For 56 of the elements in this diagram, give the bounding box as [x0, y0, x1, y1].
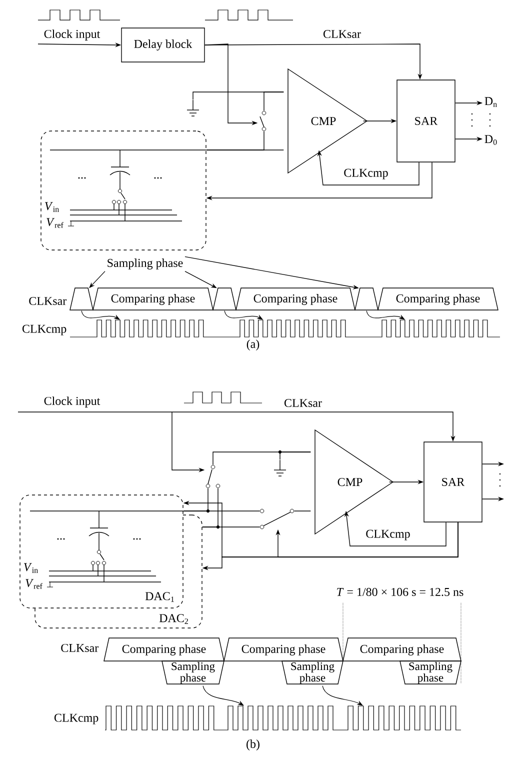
signal-label: CLKsar [323, 30, 361, 38]
switch-symbol [206, 464, 220, 488]
curved-arrow [81, 310, 120, 320]
wire [202, 488, 218, 528]
switch-symbol [260, 508, 294, 530]
wire [206, 131, 264, 150]
voltage-label: V$_{in}$ [45, 202, 59, 212]
ellipsis: ... [133, 538, 141, 540]
phase-trapezoid: Comparing phase [224, 638, 344, 662]
dac-label: DAC$_{1}$ [145, 592, 174, 602]
ellipsis: ... [154, 177, 162, 179]
signal-label: Clock input [44, 30, 100, 40]
ellipsis: ... [78, 177, 86, 179]
signal-label: CLKsar [284, 398, 322, 408]
signal-label: CLKsar [61, 644, 99, 652]
voltage-label: V$_{ref}$ [46, 218, 64, 228]
curved-arrow [202, 686, 244, 706]
pulse-train [70, 320, 500, 338]
phase-trapezoid [354, 288, 378, 310]
phase-trapezoid [70, 288, 94, 310]
voltage-label: V$_{in}$ [24, 563, 38, 573]
signal-label: CLKsar [29, 296, 67, 306]
signal-label: CLKcmp [22, 324, 66, 336]
output-label: D$_{n}$ [484, 97, 497, 107]
voltage-label: V$_{ref}$ [26, 579, 42, 589]
signal-label: Clock input [44, 396, 100, 408]
dac-label: DAC$_{2}$ [159, 614, 188, 624]
arrow [276, 522, 458, 558]
phase-trapezoid: Comparing phase [104, 638, 224, 662]
phase-trapezoid: Comparing phase [236, 288, 356, 310]
register-box: SAR [396, 80, 456, 162]
period-label: T = 1/80 × 106 s = 12.5 ns [337, 588, 464, 596]
phase-trapezoid [212, 288, 236, 310]
process-box: Delay block [121, 28, 205, 62]
output-label: D$_{0}$ [484, 135, 497, 145]
wire [294, 510, 311, 512]
phase-trapezoid: Comparing phase [342, 638, 462, 662]
wire [212, 452, 311, 465]
phase-trapezoid: Sampling phase [162, 660, 224, 684]
pulse-train [104, 706, 462, 730]
phase-trapezoid: Sampling phase [282, 660, 344, 684]
curved-arrow [322, 686, 363, 706]
switch-symbol [260, 110, 266, 132]
phase-trapezoid: Comparing phase [92, 288, 214, 310]
ground-symbol [186, 100, 200, 116]
figure-label: (a) [246, 340, 260, 350]
register-box: SAR [424, 442, 482, 522]
wire [183, 488, 208, 512]
wire [264, 92, 284, 112]
curved-arrow [366, 310, 405, 320]
callout-text: Sampling phase [108, 258, 183, 270]
phase-trapezoid: Sampling phase [400, 660, 462, 684]
curved-arrow [224, 310, 263, 320]
phase-trapezoid: Comparing phase [378, 288, 498, 310]
ellipsis: ... [57, 538, 65, 540]
ground-symbol [274, 460, 286, 476]
